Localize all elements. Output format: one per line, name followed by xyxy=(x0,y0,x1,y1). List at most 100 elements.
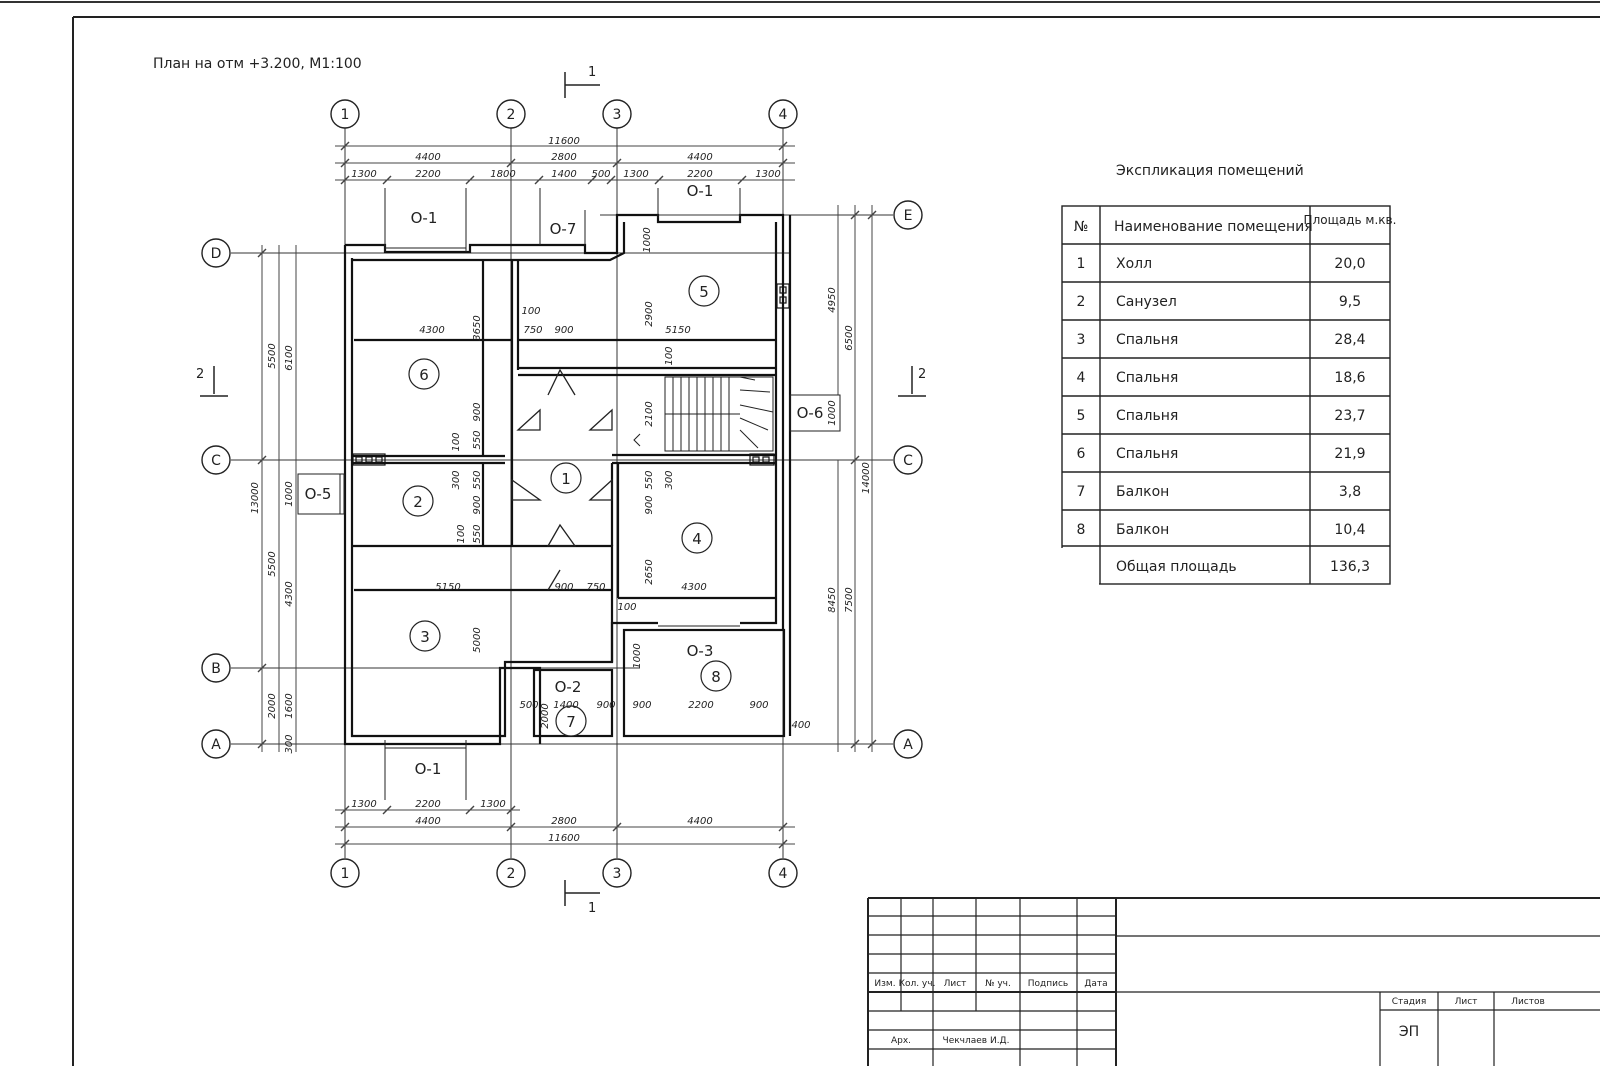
dim-top-seg-2: 2200 xyxy=(415,169,440,180)
explication-row-7-num: 7 xyxy=(1077,484,1086,500)
dim-top-seg-7: 2200 xyxy=(687,169,712,180)
explication-header-name: Наименование помещения xyxy=(1114,219,1313,235)
axis-label-1-bottom: 1 xyxy=(341,866,350,882)
dim-left-upper: 5500 xyxy=(267,343,278,368)
dim-100-a: 100 xyxy=(521,306,540,317)
dim-bottom-mid: 2800 xyxy=(551,816,576,827)
dim-left-lower: 5500 xyxy=(267,551,278,576)
dim-top-right: 4400 xyxy=(687,152,712,163)
dim-top-seg-8: 1300 xyxy=(755,169,780,180)
explication-row-1-area: 20,0 xyxy=(1334,256,1365,272)
dim-550-b: 550 xyxy=(472,470,483,489)
dim-900-c: 900 xyxy=(472,495,483,514)
dim-right-6500: 6500 xyxy=(844,325,855,350)
dim-room5-width: 5150 xyxy=(665,325,690,336)
dim-900-e: 900 xyxy=(554,582,573,593)
title-block-col-num-uch: № уч. xyxy=(985,979,1011,989)
dim-left-overall: 13000 xyxy=(250,482,261,514)
explication-row-4-num: 4 xyxy=(1077,370,1086,386)
dim-top-seg-5: 500 xyxy=(591,169,610,180)
explication-row-4-area: 18,6 xyxy=(1334,370,1365,386)
explication-row-6-num: 6 xyxy=(1077,446,1086,462)
explication-row-6-area: 21,9 xyxy=(1334,446,1365,462)
dim-2000: 2000 xyxy=(540,703,551,728)
axis-label-c-right: C xyxy=(903,453,913,469)
explication-row-1-name: Холл xyxy=(1116,256,1152,272)
dim-left-bottom: 2000 xyxy=(267,693,278,718)
door-swings xyxy=(511,368,613,591)
dim-right-1000: 1000 xyxy=(827,400,838,425)
explication-row-3-name: Спальня xyxy=(1116,332,1178,348)
dim-900-g: 900 xyxy=(632,700,651,711)
dim-left-1000: 1000 xyxy=(284,481,295,506)
explication-row-2-name: Санузел xyxy=(1116,294,1177,310)
axis-label-d-left: D xyxy=(211,246,222,262)
dim-left-4300: 4300 xyxy=(284,581,295,606)
opening-label-o1-top-left: О-1 xyxy=(411,209,438,227)
dimension-lines xyxy=(257,141,877,849)
dim-2650: 2650 xyxy=(644,559,655,584)
explication-total-value: 136,3 xyxy=(1330,559,1370,575)
dim-2100: 2100 xyxy=(644,401,655,426)
axis-label-4-top: 4 xyxy=(779,107,788,123)
dim-top-mid: 2800 xyxy=(551,152,576,163)
dim-300-a: 300 xyxy=(451,470,462,489)
dim-900-b: 900 xyxy=(472,402,483,421)
dim-right-4950: 4950 xyxy=(827,287,838,312)
explication-table: Экспликация помещений № Наименование пом… xyxy=(1060,163,1396,586)
dim-100-c: 100 xyxy=(451,432,462,451)
dim-room4-width: 4300 xyxy=(681,582,706,593)
dim-100-e: 100 xyxy=(617,602,636,613)
section-markers xyxy=(200,72,926,906)
room-number-8: 8 xyxy=(711,668,721,686)
opening-label-o3: О-3 xyxy=(687,642,714,660)
dim-5000: 5000 xyxy=(472,627,483,652)
dim-bottom-seg-2: 2200 xyxy=(415,799,440,810)
axis-label-b-left: B xyxy=(211,661,221,677)
axis-label-4-bottom: 4 xyxy=(779,866,788,882)
room-number-5: 5 xyxy=(699,283,709,301)
explication-row-8-name: Балкон xyxy=(1116,522,1169,538)
dim-bottom-right: 4400 xyxy=(687,816,712,827)
explication-row-2-num: 2 xyxy=(1077,294,1086,310)
opening-label-o1-top-right: О-1 xyxy=(687,182,714,200)
axis-label-1-top: 1 xyxy=(341,107,350,123)
dim-550-a: 550 xyxy=(472,430,483,449)
explication-row-8-area: 10,4 xyxy=(1334,522,1365,538)
title-block-role: Арх. xyxy=(891,1036,911,1046)
title-block-sheets-label: Листов xyxy=(1511,997,1545,1007)
opening-label-o2: О-2 xyxy=(555,678,582,696)
axis-bubbles xyxy=(201,99,923,888)
explication-row-4-name: Спальня xyxy=(1116,370,1178,386)
dim-balcony-2200: 2200 xyxy=(688,700,713,711)
explication-row-8-num: 8 xyxy=(1077,522,1086,538)
dim-left-300: 300 xyxy=(284,734,295,753)
title-block-sheet-label: Лист xyxy=(1455,997,1478,1007)
title-block-col-date: Дата xyxy=(1084,979,1107,989)
axis-label-2-top: 2 xyxy=(507,107,516,123)
explication-row-2-area: 9,5 xyxy=(1339,294,1361,310)
dim-right-8450: 8450 xyxy=(827,587,838,612)
explication-row-7-name: Балкон xyxy=(1116,484,1169,500)
room-number-6: 6 xyxy=(419,366,429,384)
dim-bottom-seg-1: 1300 xyxy=(351,799,376,810)
dim-500: 500 xyxy=(519,700,538,711)
dim-300-b: 300 xyxy=(664,470,675,489)
section-1-top-label: 1 xyxy=(588,65,596,80)
explication-row-1-num: 1 xyxy=(1077,256,1086,272)
title-block-stage-label: Стадия xyxy=(1392,997,1427,1007)
explication-row-6-name: Спальня xyxy=(1116,446,1178,462)
dim-left-1600: 1600 xyxy=(284,693,295,718)
dim-top-left: 4400 xyxy=(415,152,440,163)
explication-header-area: Площадь м.кв. xyxy=(1304,213,1397,227)
axis-label-3-bottom: 3 xyxy=(613,866,622,882)
dim-3650: 3650 xyxy=(472,315,483,340)
room-number-4: 4 xyxy=(692,530,702,548)
axis-label-2-bottom: 2 xyxy=(507,866,516,882)
explication-row-5-area: 23,7 xyxy=(1334,408,1365,424)
dim-400: 400 xyxy=(791,720,810,731)
dim-bottom-left: 4400 xyxy=(415,816,440,827)
title-block-col-izm: Изм. xyxy=(874,979,895,989)
room-number-3: 3 xyxy=(420,628,430,646)
